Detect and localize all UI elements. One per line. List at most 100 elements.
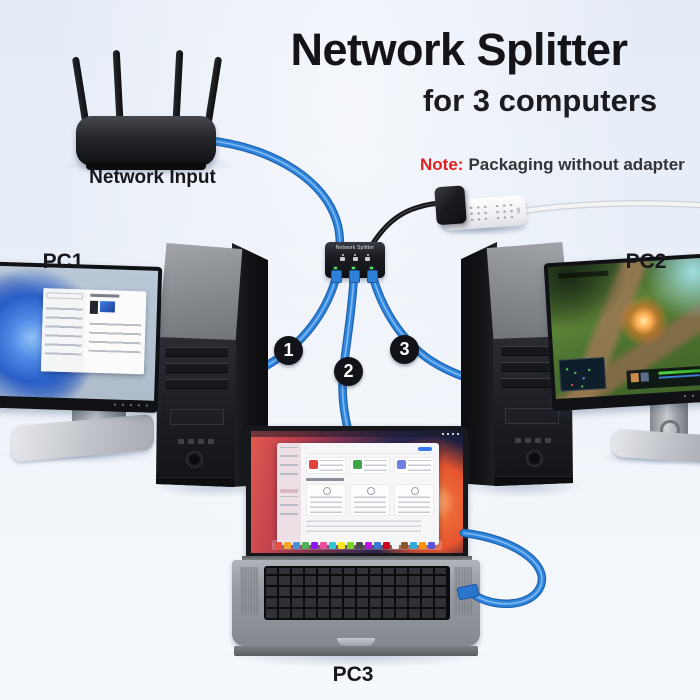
- monitor-osd-buttons: [145, 404, 148, 407]
- settings-title-line: [90, 293, 120, 298]
- sidebar-selected-item: [280, 489, 298, 494]
- primary-button: [418, 447, 432, 451]
- speaker-grille: [240, 567, 258, 615]
- pc3-laptop: [232, 424, 480, 656]
- network-splitter-device: Network Splitter: [325, 242, 385, 283]
- splitter-port-icons: [340, 254, 370, 261]
- page-subtitle: for 3 computers: [422, 83, 658, 118]
- cable-badge-3: 3: [390, 335, 419, 364]
- settings-menu-lines: [44, 302, 84, 356]
- laptop-hinge: [242, 556, 472, 561]
- note-label: Note:: [420, 155, 464, 174]
- mana-bar: [658, 374, 700, 379]
- pc2-screen-game: [547, 257, 700, 400]
- io-panel: [170, 409, 224, 425]
- theme-thumbnail-dark: [90, 300, 99, 314]
- sidebar-lines: [280, 447, 298, 476]
- power-strip-switch: [516, 207, 521, 214]
- packaging-note: Note:Packaging without adapter: [420, 155, 685, 175]
- info-rows: [306, 520, 422, 532]
- settings-search-box: [46, 292, 84, 300]
- feature-column: [394, 484, 434, 516]
- game-minimap: [558, 357, 607, 393]
- pc1-screen-windows11: [0, 265, 159, 401]
- hero-portrait: [630, 373, 640, 383]
- tower-base: [493, 476, 573, 486]
- windows-settings-window: [40, 288, 147, 375]
- dock-icons: [275, 541, 282, 549]
- drive-bay: [166, 379, 228, 389]
- game-topbar: [558, 270, 609, 279]
- macos-app-window: [277, 443, 439, 545]
- lid-notch: [337, 638, 375, 646]
- card-text-lines: [364, 460, 387, 471]
- port-icon: [340, 254, 345, 261]
- ethernet-plug-2: [349, 270, 360, 283]
- laptop-front-edge: [234, 646, 478, 656]
- settings-thumbnails: [90, 300, 142, 316]
- app-icon-green: [353, 460, 362, 469]
- power-strip-cable-white: [512, 203, 700, 213]
- app-icon-blue: [397, 460, 406, 469]
- app-icon-red: [309, 460, 318, 469]
- front-buttons: [178, 439, 214, 444]
- speaker-grille: [454, 567, 472, 615]
- app-cards-row: [306, 457, 434, 474]
- port-led: [352, 267, 355, 269]
- section-title-line: [306, 478, 345, 481]
- power-button: [526, 450, 543, 467]
- feature-columns: [306, 484, 434, 516]
- card-text-lines: [408, 460, 431, 471]
- port-icon: [352, 254, 358, 261]
- pc2-monitor: [543, 252, 700, 412]
- sidebar-lines: [280, 496, 298, 515]
- pc2-label: PC2: [625, 250, 667, 273]
- drive-bay: [166, 363, 228, 373]
- port-icon: [365, 254, 370, 261]
- power-button: [186, 451, 203, 468]
- page-title: Network Splitter: [290, 24, 628, 75]
- pc1-monitor: [0, 261, 163, 413]
- settings-sidebar: [40, 288, 87, 373]
- router-label: Network Input: [89, 167, 216, 188]
- ethernet-plug-1: [331, 270, 342, 283]
- pc1-label: PC1: [42, 250, 84, 273]
- front-buttons: [515, 438, 551, 443]
- macos-dock: [272, 540, 442, 550]
- router: [76, 116, 216, 170]
- laptop-body: [232, 560, 480, 646]
- app-card: [306, 457, 346, 474]
- ethernet-plug-3: [367, 270, 378, 283]
- power-outlet: [467, 203, 489, 224]
- splitter-brand-text: Network Splitter: [335, 245, 375, 251]
- tower-front-panel: [156, 337, 236, 487]
- settings-option-lines: [88, 317, 142, 353]
- app-card: [350, 457, 390, 474]
- laptop-screen: [246, 426, 468, 558]
- io-panel: [505, 408, 559, 424]
- port-led: [370, 267, 373, 269]
- port-led: [334, 267, 337, 269]
- app-content: [301, 443, 439, 545]
- card-text-lines: [320, 460, 343, 471]
- app-card: [394, 457, 434, 474]
- cable-router-to-splitter: [204, 140, 340, 250]
- macos-bigsur-wallpaper: [251, 431, 463, 553]
- feature-column: [350, 484, 390, 516]
- feature-column: [306, 484, 346, 516]
- power-strip: [434, 183, 533, 240]
- note-text: Packaging without adapter: [468, 155, 685, 174]
- settings-content: [84, 289, 146, 374]
- hero-portrait: [640, 372, 650, 383]
- app-toolbar: [306, 446, 434, 454]
- cable-badge-2: 2: [334, 357, 363, 386]
- tower-base: [156, 477, 236, 487]
- power-outlet: [493, 201, 515, 222]
- cable-badge-1: 1: [274, 336, 303, 365]
- game-hud: [626, 365, 700, 390]
- macos-menubar: [251, 431, 463, 437]
- laptop-keyboard: [264, 566, 450, 620]
- pc3-label: PC3: [332, 663, 374, 686]
- theme-thumbnail-blue: [100, 300, 116, 313]
